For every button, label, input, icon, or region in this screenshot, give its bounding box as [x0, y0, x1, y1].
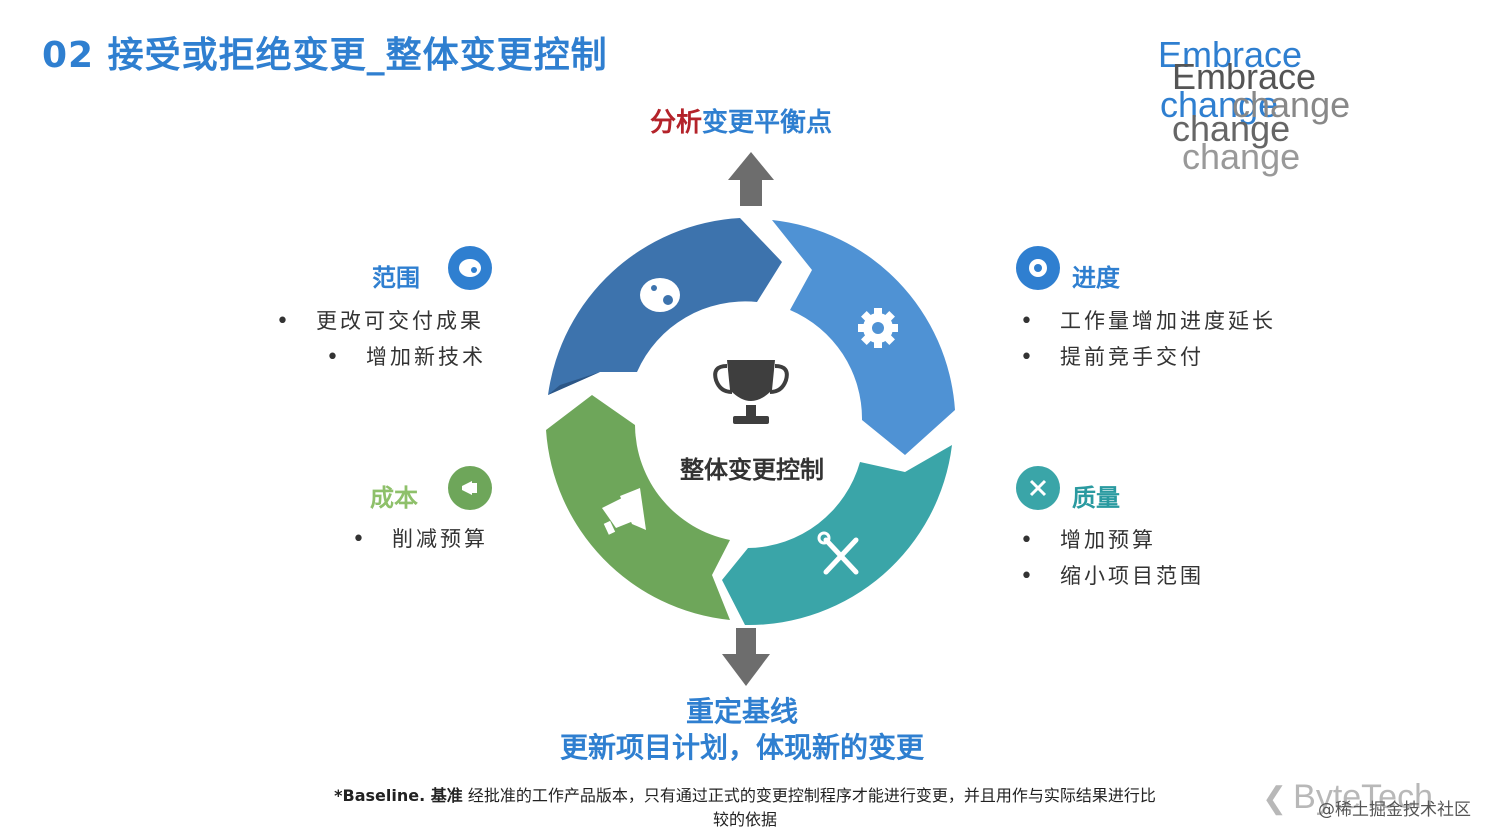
cost-icon-circle [448, 466, 492, 510]
quality-icon-circle [1016, 466, 1060, 510]
baseline-footnote: *Baseline. 基准 经批准的工作产品版本，只有通过正式的变更控制程序才能… [330, 784, 1160, 832]
up-arrow-icon [728, 152, 774, 206]
scope-bullet-2: •增加新技术 [326, 345, 486, 370]
analysis-label-red: 分析 [650, 108, 703, 138]
trophy-icon [713, 360, 789, 424]
center-label: 整体变更控制 [680, 456, 824, 484]
change-word-1: change [1160, 84, 1279, 125]
analysis-label: 分析变更平衡点 [650, 102, 832, 139]
palette-icon [640, 278, 680, 312]
footnote-text: 经批准的工作产品版本，只有通过正式的变更控制程序才能进行变更，并且用作与实际结果… [467, 786, 1156, 829]
change-word-3: change [1172, 108, 1291, 149]
embrace-word-2: Embrace [1172, 56, 1317, 97]
megaphone-icon [602, 488, 646, 535]
segment-quality [722, 445, 952, 626]
schedule-icon-circle [1016, 246, 1060, 290]
gear-icon [1029, 259, 1047, 277]
rebaseline-label: 重定基线 [685, 695, 798, 728]
quality-bullet-2: •缩小项目范围 [1020, 564, 1204, 589]
scope-icon-circle [448, 246, 492, 290]
gear-icon [858, 308, 898, 348]
change-word-2: change [1232, 84, 1351, 125]
analysis-label-blue: 变更平衡点 [702, 108, 833, 138]
scope-label: 范围 [372, 264, 420, 292]
tools-icon [817, 531, 859, 575]
footnote-term: *Baseline. 基准 [334, 786, 463, 805]
embrace-change-wordart: Embrace Embrace change change change cha… [1150, 30, 1370, 180]
brand-text: ByteTech [1293, 778, 1433, 816]
down-arrow-icon [722, 628, 770, 686]
schedule-bullet-2: •提前竞手交付 [1020, 345, 1204, 370]
schedule-label: 进度 [1072, 264, 1120, 292]
update-plan-label: 更新项目计划，体现新的变更 [559, 731, 924, 764]
bytetech-logo: ❮ByteTech [1262, 778, 1433, 816]
palette-icon [459, 259, 481, 277]
embrace-word-1: Embrace [1158, 34, 1303, 75]
megaphone-icon [462, 481, 477, 495]
change-word-4: change [1182, 136, 1301, 177]
cost-bullet-1: •削减预算 [352, 527, 488, 552]
slide-title: 02 接受或拒绝变更_整体变更控制 [42, 35, 608, 76]
schedule-bullet-1: •工作量增加进度延长 [1020, 309, 1276, 334]
tools-icon [1029, 479, 1047, 497]
scope-bullet-1: •更改可交付成果 [276, 309, 484, 334]
cost-label: 成本 [370, 484, 418, 512]
credit-text: @稀土掘金技术社区 [1318, 800, 1471, 820]
quality-bullet-1: •增加预算 [1020, 528, 1156, 553]
quality-label: 质量 [1072, 484, 1120, 512]
